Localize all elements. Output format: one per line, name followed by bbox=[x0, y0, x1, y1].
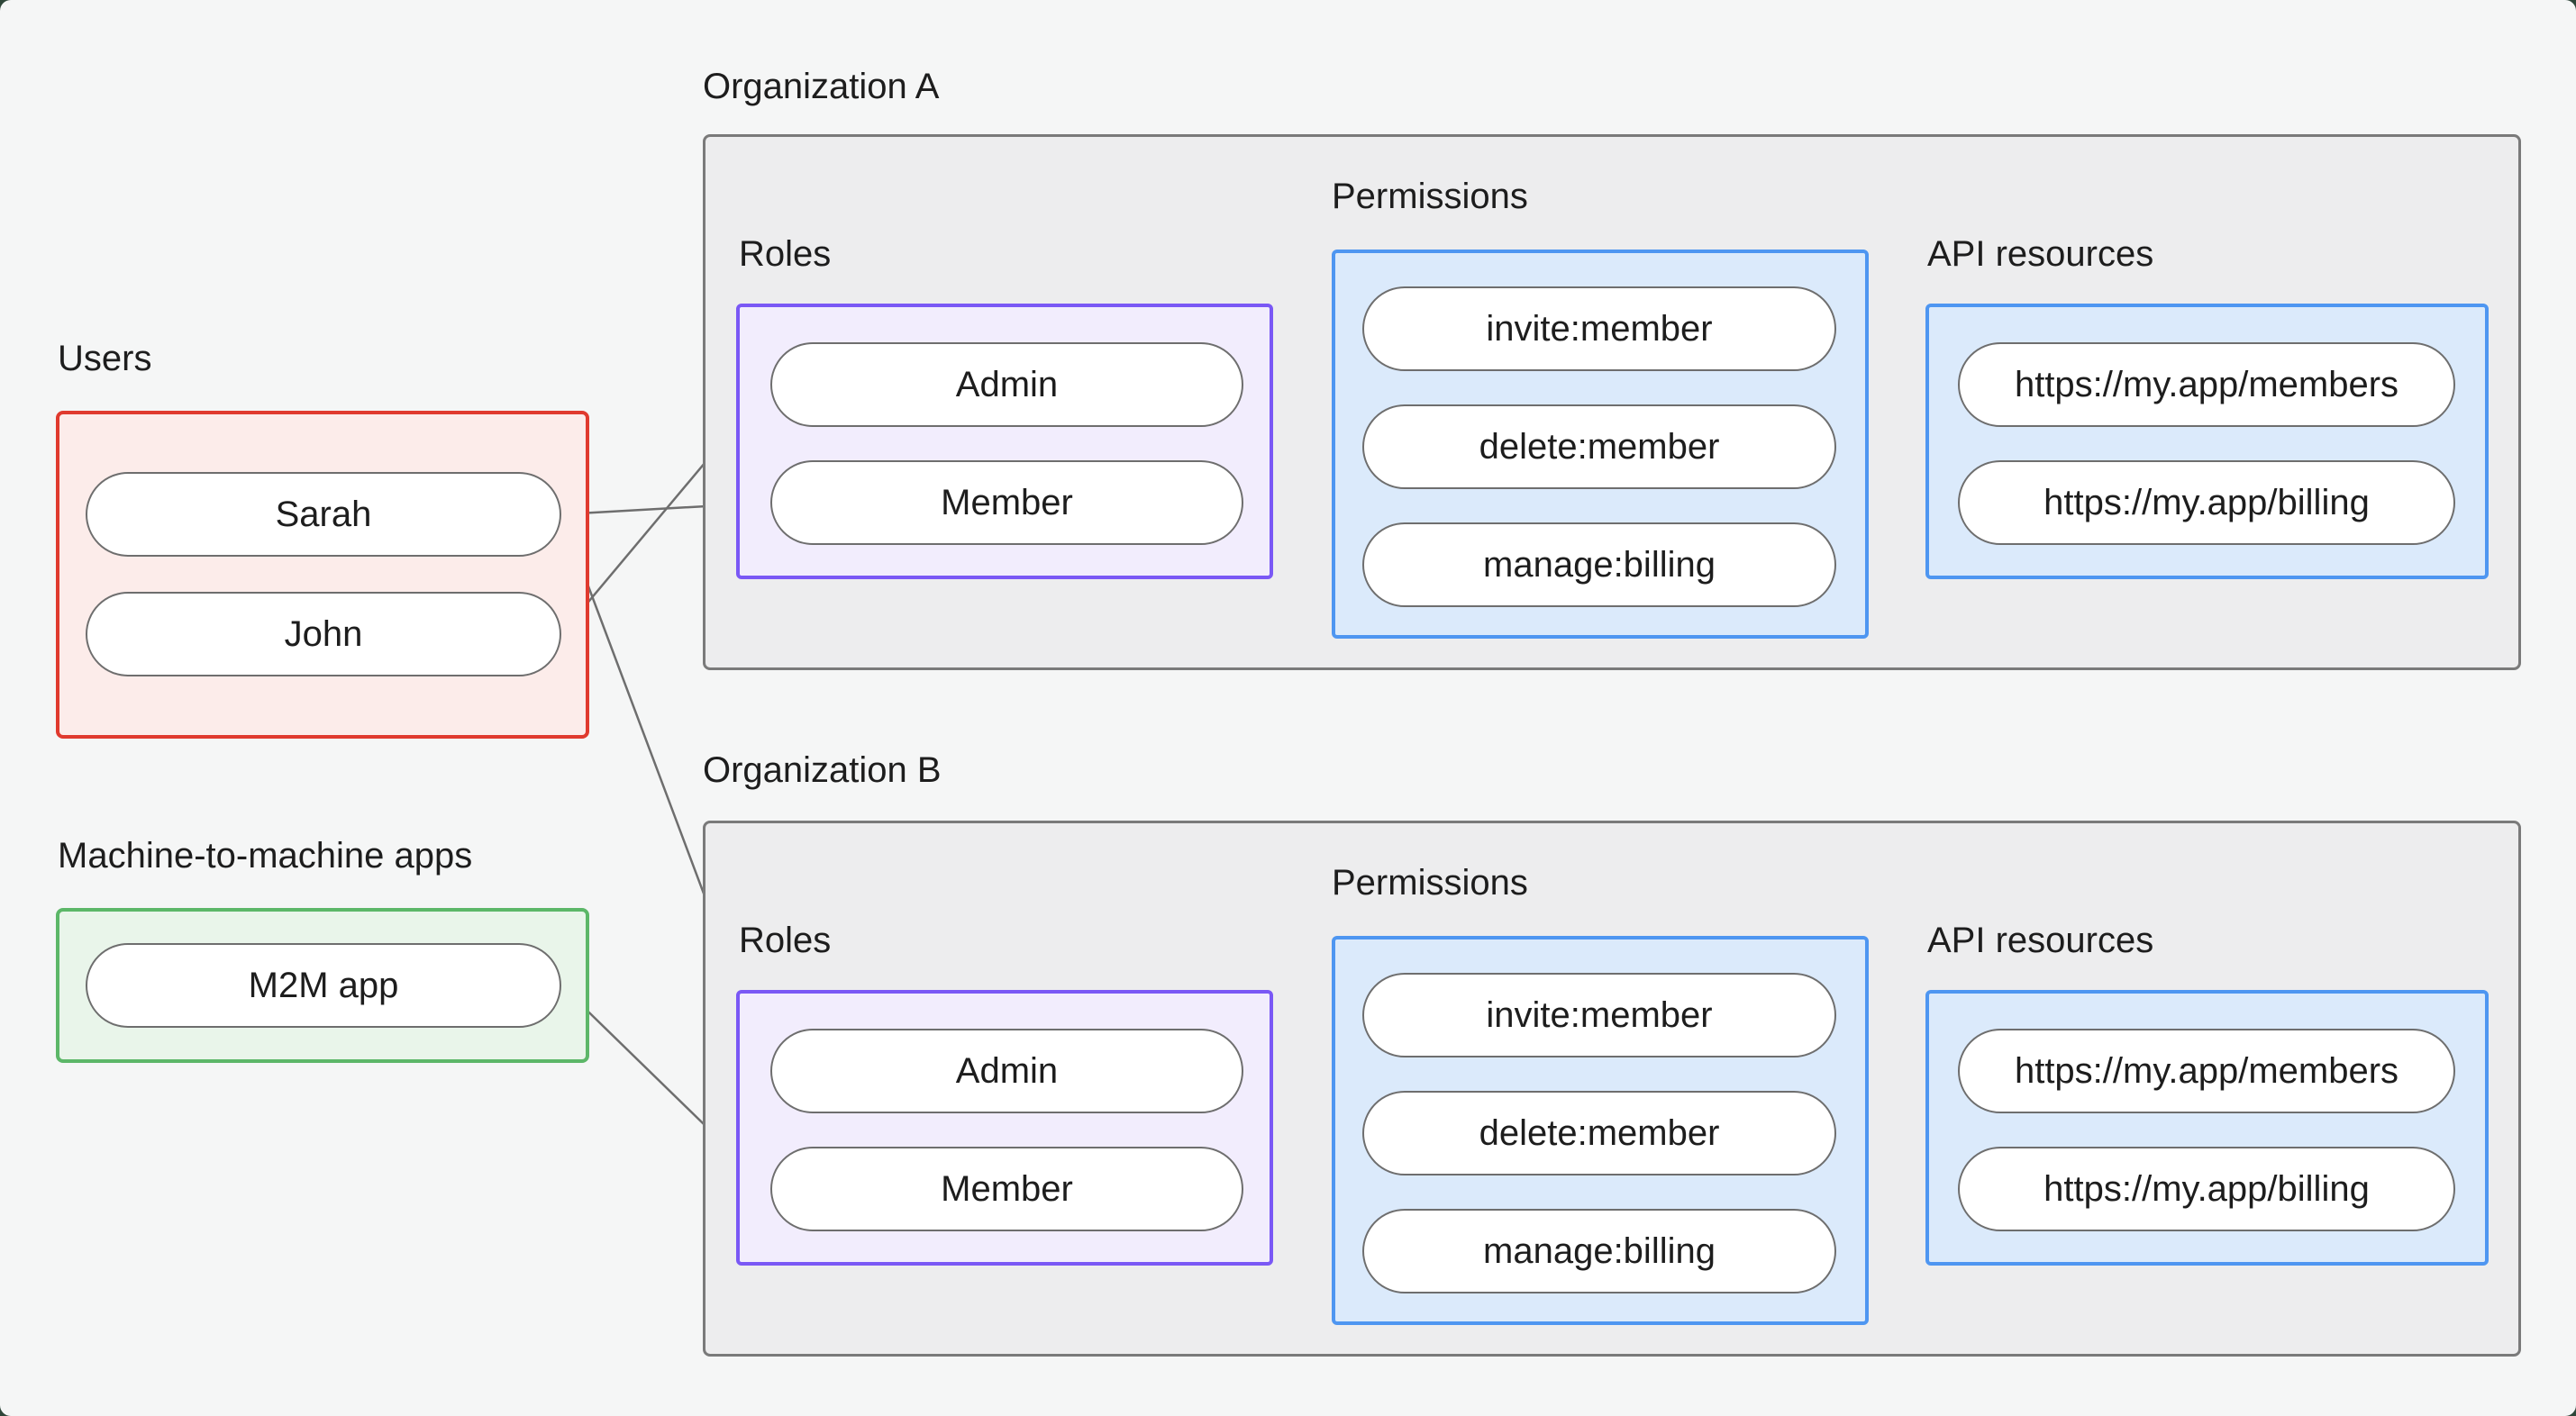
node-org-b-delete-member[interactable]: delete:member bbox=[1362, 1091, 1836, 1175]
node-org-a-member[interactable]: Member bbox=[770, 460, 1243, 545]
org-b-permissions-label: Permissions bbox=[1332, 863, 1528, 903]
node-org-b-billing-api[interactable]: https://my.app/billing bbox=[1958, 1147, 2455, 1231]
node-org-a-manage-billing[interactable]: manage:billing bbox=[1362, 522, 1836, 607]
node-org-b-admin[interactable]: Admin bbox=[770, 1029, 1243, 1113]
m2m-group-label: Machine-to-machine apps bbox=[58, 836, 473, 876]
node-user-john[interactable]: John bbox=[86, 592, 561, 676]
node-org-a-delete-member[interactable]: delete:member bbox=[1362, 404, 1836, 489]
node-org-b-invite-member[interactable]: invite:member bbox=[1362, 973, 1836, 1057]
node-org-b-member[interactable]: Member bbox=[770, 1147, 1243, 1231]
node-org-b-manage-billing[interactable]: manage:billing bbox=[1362, 1209, 1836, 1293]
node-org-a-admin[interactable]: Admin bbox=[770, 342, 1243, 427]
node-org-b-members-api[interactable]: https://my.app/members bbox=[1958, 1029, 2455, 1113]
org-a-roles-label: Roles bbox=[739, 234, 832, 274]
node-org-a-billing-api[interactable]: https://my.app/billing bbox=[1958, 460, 2455, 545]
org-a-permissions-label: Permissions bbox=[1332, 177, 1528, 216]
org-a-api-resources-label: API resources bbox=[1927, 234, 2154, 274]
node-org-a-members-api[interactable]: https://my.app/members bbox=[1958, 342, 2455, 427]
users-group-box bbox=[56, 411, 589, 739]
users-group-label: Users bbox=[58, 339, 152, 378]
org-a-title: Organization A bbox=[703, 67, 940, 106]
node-user-sarah[interactable]: Sarah bbox=[86, 472, 561, 557]
org-b-title: Organization B bbox=[703, 750, 942, 790]
node-org-a-invite-member[interactable]: invite:member bbox=[1362, 286, 1836, 371]
node-m2m-app[interactable]: M2M app bbox=[86, 943, 561, 1028]
org-b-roles-label: Roles bbox=[739, 921, 832, 960]
org-b-api-resources-label: API resources bbox=[1927, 921, 2154, 960]
